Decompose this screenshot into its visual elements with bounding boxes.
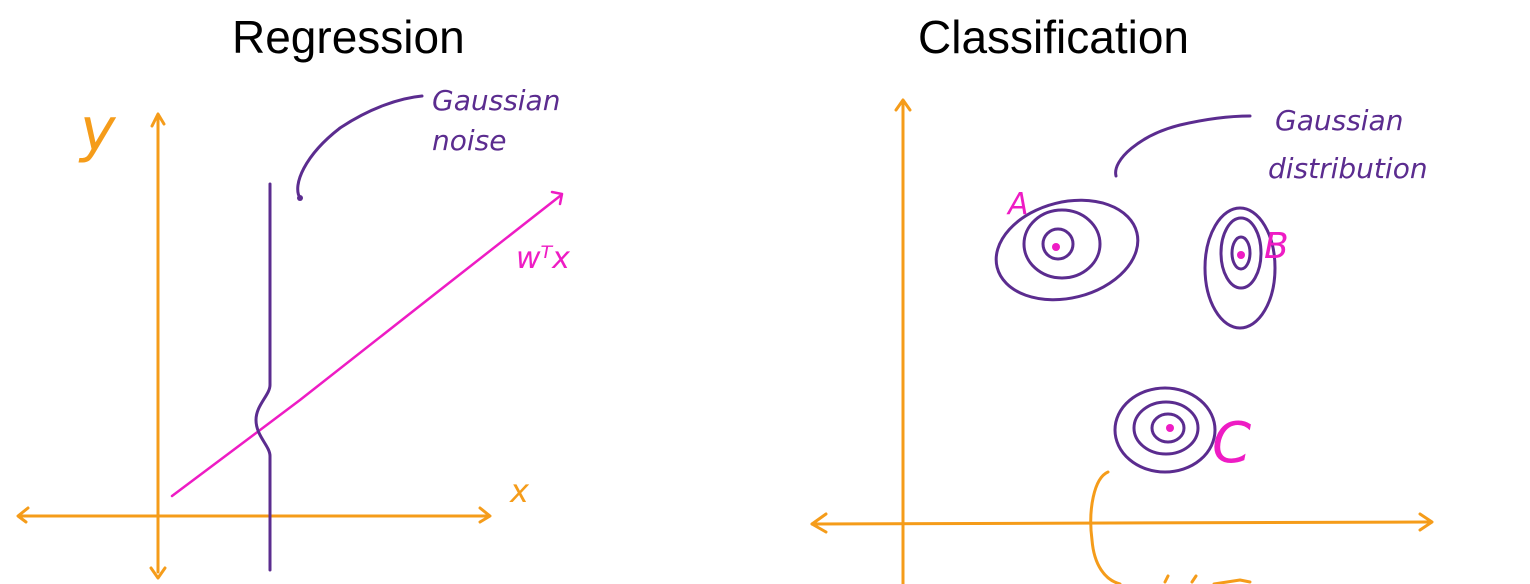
regression-axes [16,112,492,580]
classification-axes [810,98,1434,584]
regression-title: Regression [232,11,465,63]
regression-x-axis-arrow-right [478,506,492,524]
cluster-a-middle-contour [1022,208,1102,280]
distribution-annotation-line1: Gaussian [1275,104,1403,137]
cluster-c-middle-contour [1132,400,1200,456]
regression-line-arrow [550,190,564,206]
noise-annotation-pointer [296,94,424,200]
noise-annotation-line1: Gaussian [432,84,560,117]
cluster-a-center [1052,243,1060,251]
cluster-a-inner-contour [1041,227,1075,261]
regression-x-label: x [509,472,530,510]
cluster-a-outer-contour [994,198,1140,302]
classification-title: Classification [918,11,1189,63]
classification-bottom-bracket [1089,470,1122,584]
regression-y-axis-arrow-top [150,112,166,128]
cluster-b-label: B [1264,226,1289,267]
cluster-b-outer-contour [1203,206,1277,330]
gaussian-noise-curve [254,182,272,572]
regression-x-axis-arrow-left [16,506,30,524]
cluster-b-middle-contour [1219,216,1263,290]
cluster-c-center [1166,424,1174,432]
classification-x-axis-arrow-right [1418,512,1434,532]
noise-annotation-dot [297,195,303,201]
regression-line-wtx [170,194,562,498]
cluster-b-inner-contour [1230,235,1252,271]
cluster-a [994,198,1140,302]
cluster-c-inner-contour [1150,412,1186,444]
cluster-c [1113,386,1217,474]
regression-line-label: wᵀx [516,241,570,276]
noise-annotation-line2: noise [432,124,506,157]
distribution-annotation-pointer [1114,114,1252,178]
classification-x-axis [810,520,1430,526]
regression-y-axis-arrow-bottom [149,566,167,580]
classification-bottom-scribble [1163,574,1252,584]
cluster-c-label: C [1212,411,1251,476]
cluster-a-label: A [1006,187,1029,222]
distribution-annotation-line2: distribution [1268,152,1428,185]
regression-y-label: y [78,95,117,165]
classification-x-axis-arrow-left [810,512,828,534]
cluster-b [1203,206,1277,330]
classification-y-axis-arrow-top [894,98,912,112]
cluster-c-outer-contour [1113,386,1217,474]
cluster-b-center [1237,251,1245,259]
